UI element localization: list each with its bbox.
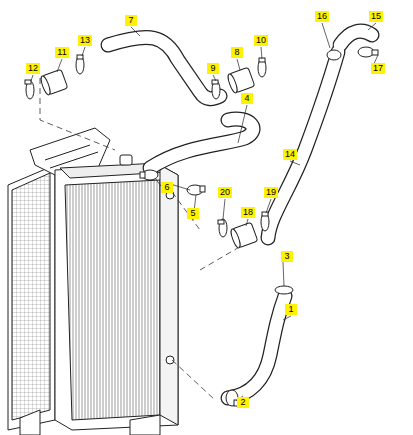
callout-number: 20 [218, 187, 232, 198]
callout-number: 15 [369, 11, 383, 22]
callout-number: 19 [264, 187, 278, 198]
callout-number: 1 [285, 304, 297, 315]
callout-number: 13 [78, 35, 92, 46]
callout-number: 4 [241, 93, 253, 104]
callout-number: 5 [187, 208, 199, 219]
callout-number: 17 [371, 63, 385, 74]
callout-number: 11 [55, 47, 68, 58]
callout-number: 10 [254, 35, 268, 46]
callout-number: 2 [237, 397, 249, 408]
callout-number: 8 [231, 47, 243, 58]
callout-number: 16 [315, 11, 329, 22]
callout-number: 6 [161, 182, 173, 193]
callout-number: 3 [281, 251, 293, 262]
callout-number: 7 [125, 15, 137, 26]
callout-number: 12 [26, 63, 40, 74]
callout-number: 14 [283, 149, 297, 160]
callout-number: 18 [241, 207, 255, 218]
callout-number: 9 [207, 63, 219, 74]
